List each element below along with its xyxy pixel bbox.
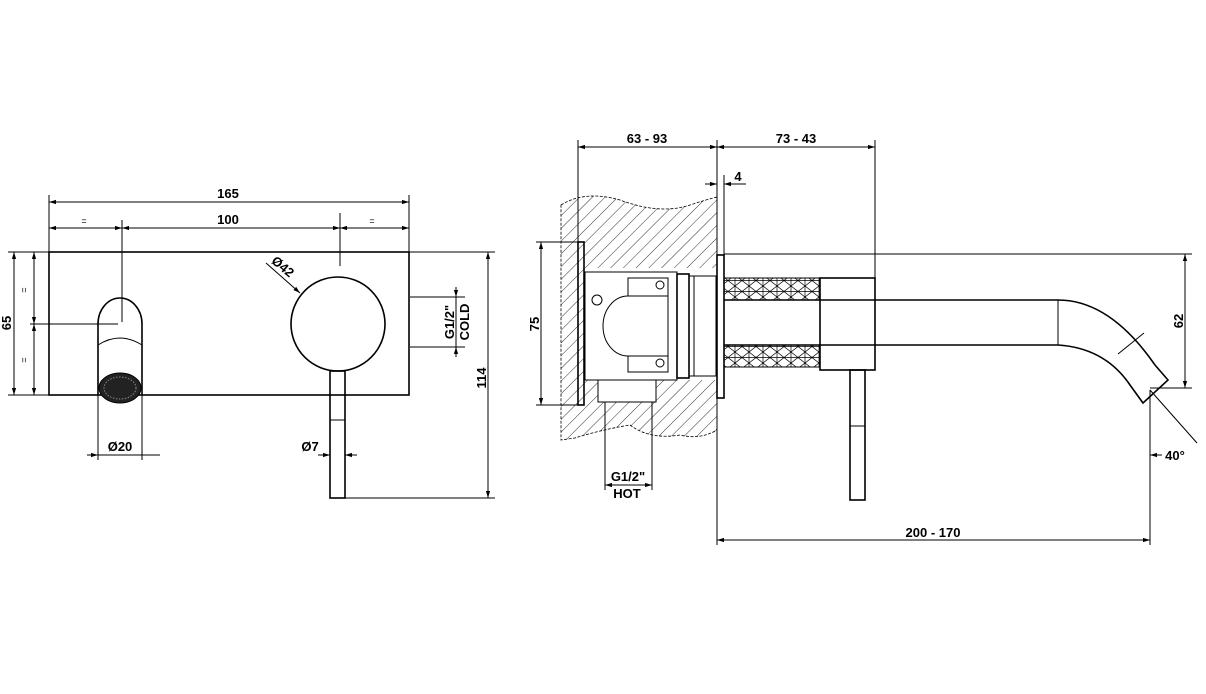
dim-total-width: 165 [217, 186, 239, 201]
dim-centers: 100 [217, 212, 239, 227]
valve-body [584, 271, 717, 381]
spout-front [97, 297, 143, 460]
hot-label: HOT [613, 486, 641, 501]
knurled-sleeve-top [723, 277, 821, 301]
dim-angle: 40° [1165, 448, 1185, 463]
dim-lever-diameter: Ø7 [301, 439, 318, 454]
lever [329, 370, 346, 499]
dim-plate-height: 65 [0, 316, 14, 330]
flange [716, 254, 725, 399]
dim-spout-height: 62 [1171, 314, 1186, 328]
mounting-plate [577, 241, 585, 406]
cold-label: COLD [457, 304, 472, 341]
dim-equal-right: = [369, 216, 374, 226]
lever-side [849, 369, 866, 501]
dim-projection: 73 - 43 [776, 131, 816, 146]
cold-thread: G1/2" [442, 305, 457, 339]
collar [819, 277, 876, 371]
dim-handle-diameter: Ø42 [269, 253, 297, 280]
side-view: 63 - 93 73 - 43 4 75 62 200 - 170 40° G1… [527, 131, 1198, 545]
dim-equal-left: = [81, 216, 86, 226]
handle-knob [290, 276, 386, 372]
dim-spout-diameter: Ø20 [108, 439, 133, 454]
hot-thread: G1/2" [611, 469, 645, 484]
dim-total-height: 114 [474, 367, 489, 389]
spout-side [724, 299, 1170, 405]
dim-wall-depth: 63 - 93 [627, 131, 667, 146]
front-view: 165 100 = = 65 = = Ø20 [0, 186, 495, 499]
dim-spout-reach: 200 - 170 [906, 525, 961, 540]
dim-equal-bottom: = [19, 357, 29, 362]
dim-body-height: 75 [527, 317, 542, 331]
dim-flange: 4 [734, 169, 742, 184]
dim-equal-top: = [19, 287, 29, 292]
knurled-sleeve-bottom [723, 344, 821, 368]
